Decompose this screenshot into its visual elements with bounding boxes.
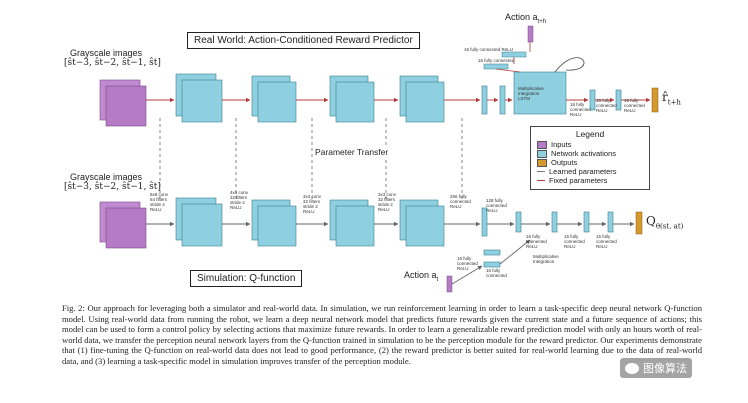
top-fc3-label: 16 fully connected ReLU xyxy=(624,98,645,113)
bottom-grayscale-math: [ŝt−3, ŝt−2, ŝt−1, ŝt] xyxy=(64,182,161,192)
watermark-text: 图像算法 xyxy=(643,362,687,375)
bottom-output-label: Qθ(st, at) xyxy=(646,214,684,231)
fixed-line-swatch xyxy=(537,180,545,181)
parameter-transfer-label: Parameter Transfer xyxy=(313,147,391,157)
network-diagram xyxy=(99,25,659,293)
bottom-action-label: Action at xyxy=(404,270,439,283)
inputs-swatch xyxy=(537,140,547,149)
bottom-grayscale-label: Grayscale images xyxy=(70,172,143,182)
fc16a-label: 16 fully connected ReLU xyxy=(526,234,547,249)
legend-item-inputs: Inputs xyxy=(537,140,571,149)
top-fc1-label: 16 fully connected ReLU xyxy=(570,102,591,117)
top-fc2-label: 16 fully connected ReLU xyxy=(596,98,617,113)
figure-diagram: Real World: Action-Conditioned Reward Pr… xyxy=(64,12,684,293)
conv3-label: 3x3 conv 32 filters stride 2 ReLU xyxy=(303,194,322,214)
fc256-label: 256 fully connected ReLU xyxy=(450,194,471,209)
legend-item-activations: Network activations xyxy=(537,149,616,158)
learned-line-swatch xyxy=(537,171,545,172)
lstm-block xyxy=(513,71,567,115)
action-fc-bot1-label: 16 fully connected ReLU xyxy=(457,256,478,271)
top-activation-cubes xyxy=(175,73,622,123)
caption-text: Fig. 2: Our approach for leveraging both… xyxy=(62,303,702,366)
activations-swatch xyxy=(537,149,547,158)
action-fc-top2-label: 16 fully connected xyxy=(478,58,515,63)
bottom-activation-cubes xyxy=(175,197,614,268)
figure-caption: Fig. 2: Our approach for leveraging both… xyxy=(62,303,702,367)
conv1-label: 8x8 conv 64 filters stride 4 ReLU xyxy=(150,192,169,212)
top-grayscale-label: Grayscale images xyxy=(70,48,143,58)
top-section-title: Real World: Action-Conditioned Reward Pr… xyxy=(187,32,420,49)
legend-title: Legend xyxy=(575,129,605,139)
top-output-bar xyxy=(651,87,659,113)
top-output-label: r̂t+h xyxy=(662,90,681,107)
legend-item-outputs: Outputs xyxy=(537,158,577,167)
action-fc-top1-label: 16 fully connected ReLU xyxy=(464,47,514,52)
top-input-stack xyxy=(99,79,147,127)
outputs-swatch xyxy=(537,158,547,167)
wechat-icon xyxy=(625,362,639,374)
top-grayscale-math: [ŝt−3, ŝt−2, ŝt−1, ŝt] xyxy=(64,58,161,68)
mult-integration-label: Multiplicative Integration xyxy=(533,254,559,264)
legend-item-fixed: Fixed parameters xyxy=(537,176,607,185)
legend-item-learned: Learned parameters xyxy=(537,167,617,176)
bottom-input-stack xyxy=(99,201,147,249)
fc128-label: 128 fully connected ReLU xyxy=(486,198,507,213)
action-fc-bot2-label: 16 fully connected xyxy=(486,268,507,278)
fc16b-label: 16 fully connected ReLU xyxy=(564,234,585,249)
bottom-section-title: Simulation: Q-function xyxy=(190,270,303,287)
bottom-output-bar xyxy=(635,211,643,235)
conv4-label: 3x3 conv 32 filters stride 2 ReLU xyxy=(378,192,397,212)
top-action-label: Action at+h xyxy=(505,12,547,25)
legend: Legend Inputs Network activations Output… xyxy=(530,126,650,190)
lstm-label: Multiplicative Integration LSTM xyxy=(518,86,544,101)
conv2-label: 4x4 conv 32 filters stride 2 ReLU xyxy=(230,190,249,210)
watermark: 图像算法 xyxy=(620,358,692,378)
fc16c-label: 16 fully connected ReLU xyxy=(596,234,617,249)
